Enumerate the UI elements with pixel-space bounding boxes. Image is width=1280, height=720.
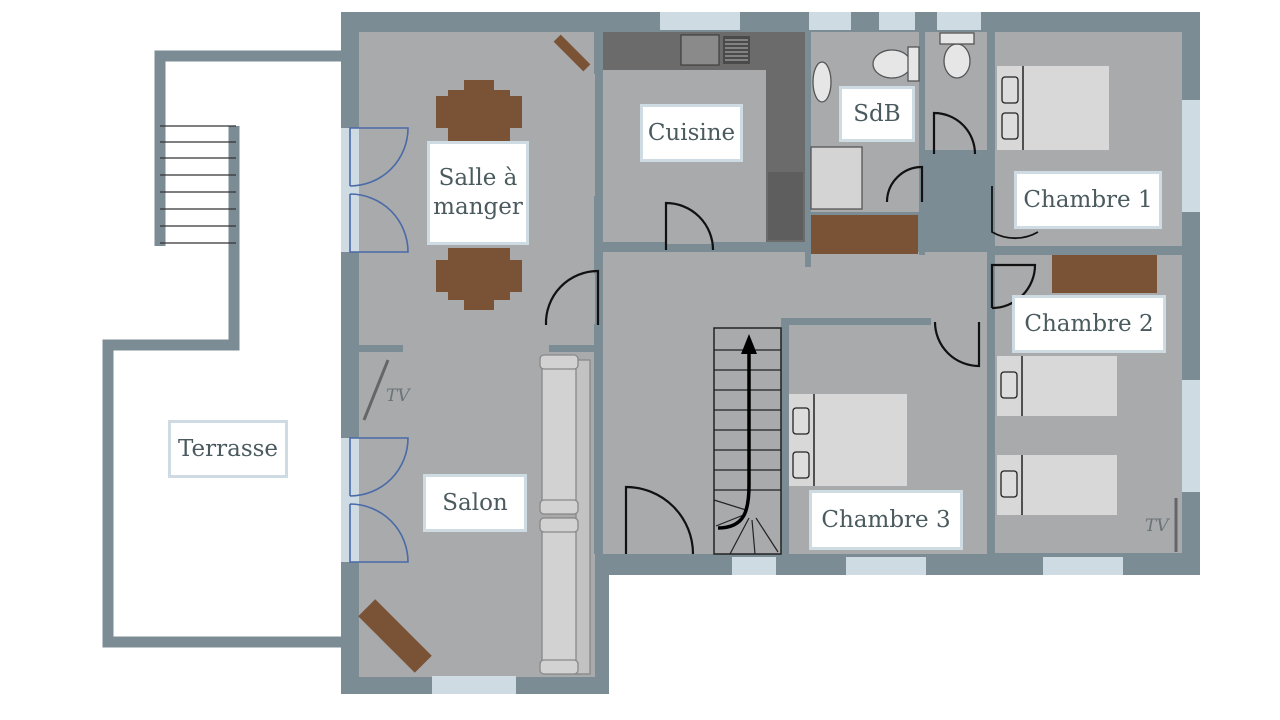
- terrace-doors: [349, 127, 409, 563]
- sofa: [539, 354, 591, 675]
- terrace-outline: [102, 50, 345, 648]
- room-label-salon: Salon: [423, 474, 527, 532]
- room-label-terrasse: Terrasse: [168, 420, 288, 478]
- tv-units: [362, 359, 1178, 552]
- kitchen-counter: [603, 32, 805, 242]
- terrace-stairs: [160, 125, 236, 244]
- wood-furniture: [358, 34, 1157, 673]
- room-label-salle-a-manger: Salle à manger: [427, 141, 529, 245]
- tv-label-salon: TV: [386, 386, 410, 406]
- tv-label-bedroom: TV: [1145, 516, 1169, 536]
- beds: [789, 66, 1117, 515]
- dining-tables: [436, 80, 522, 310]
- windows: [341, 12, 1200, 694]
- room-label-sdb: SdB: [839, 86, 915, 142]
- room-label-chambre-1: Chambre 1: [1014, 171, 1162, 229]
- room-label-cuisine: Cuisine: [640, 104, 743, 162]
- room-label-chambre-2: Chambre 2: [1012, 295, 1166, 353]
- room-label-chambre-3: Chambre 3: [809, 490, 963, 550]
- interior-staircase: [713, 327, 782, 555]
- door-swings: [544, 111, 1039, 555]
- bathroom-fixtures: [810, 32, 975, 210]
